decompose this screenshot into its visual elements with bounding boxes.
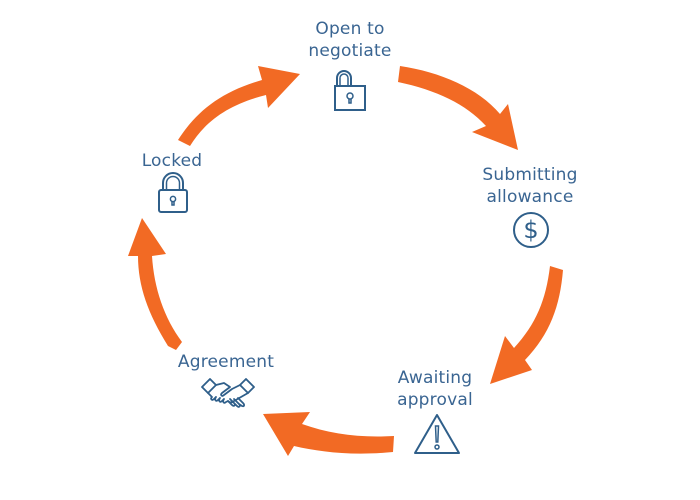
label-line: Awaiting [397,368,473,388]
label-line: Open to [315,19,385,39]
dollar-circle-icon: $ [511,210,551,250]
handshake-icon [200,375,256,419]
label-line: Locked [141,151,203,171]
stage-open-to-negotiate-label: Open to negotiate [290,18,410,62]
stage-awaiting-approval-label: Awaiting approval [380,367,490,411]
stage-submitting-allowance-label: Submitting allowance [470,164,590,208]
label-line: negotiate [308,41,392,61]
label-line: allowance [486,187,574,207]
arrow-agreement-to-locked [128,218,182,350]
arrow-open-to-submitting [398,66,518,150]
arrow-awaiting-to-agreement [263,412,394,456]
warning-triangle-icon [412,412,462,456]
label-line: Agreement [177,352,275,372]
label-line: approval [397,390,473,410]
unlocked-padlock-icon [333,66,367,112]
svg-text:$: $ [523,216,538,244]
stage-locked-label: Locked [122,150,222,172]
arrow-locked-to-open [178,66,300,146]
locked-padlock-icon [157,172,189,214]
stage-agreement-label: Agreement [166,351,286,373]
arrow-submitting-to-awaiting [490,266,563,384]
label-line: Submitting [482,165,578,185]
